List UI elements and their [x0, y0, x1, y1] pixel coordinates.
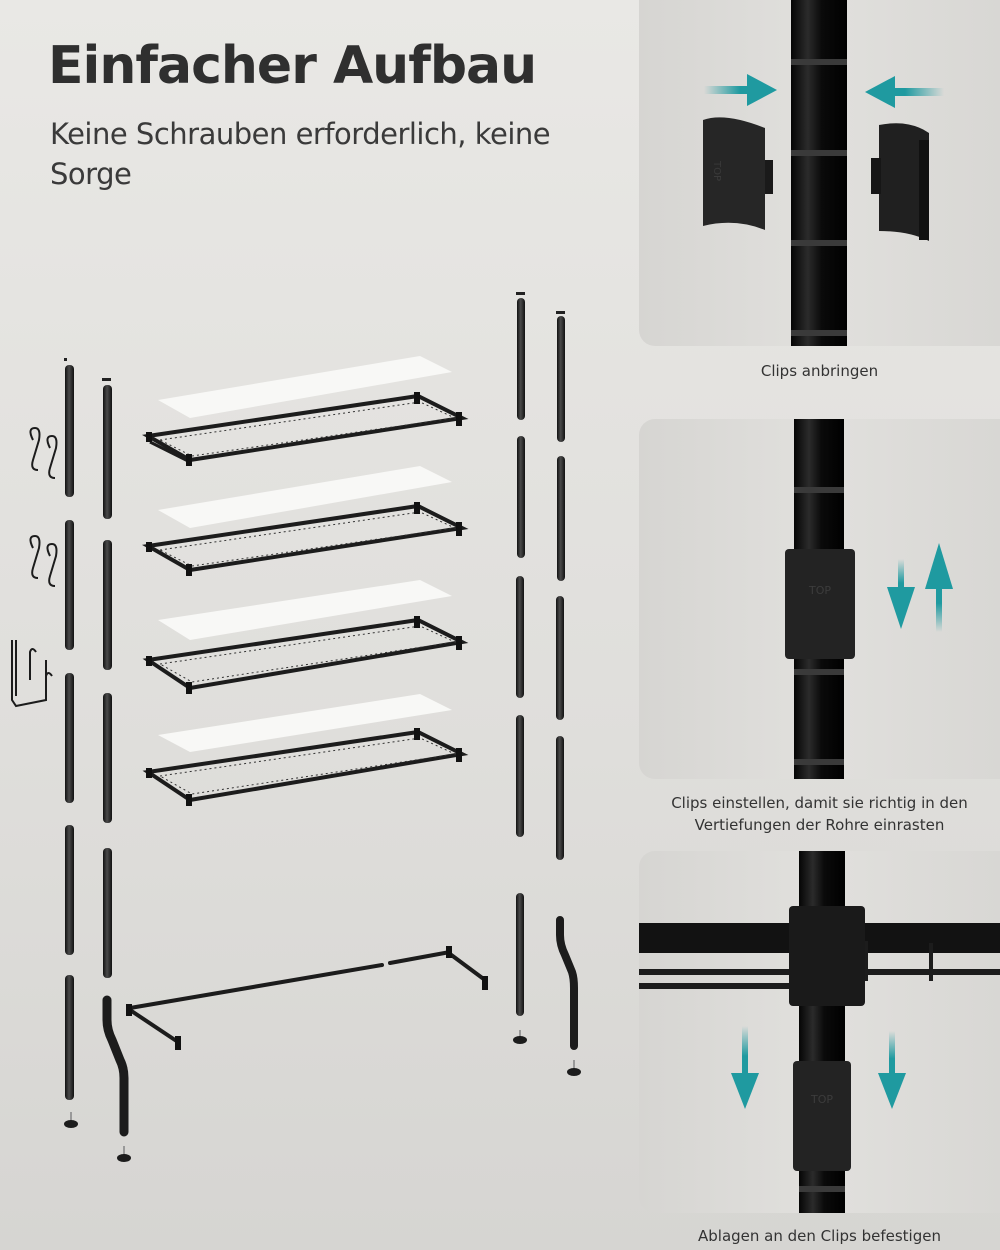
arrow-left-icon	[865, 76, 944, 108]
exploded-assembly-diagram	[0, 280, 620, 1180]
page-subtitle: Keine Schrauben erforderlich, keine Sorg…	[50, 117, 551, 191]
pole-icon	[791, 0, 847, 346]
side-hook-icon	[11, 640, 53, 708]
clip-right-icon	[871, 123, 929, 241]
right-front-pole	[513, 292, 527, 1044]
right-rear-pole	[556, 311, 581, 1076]
left-rear-pole	[102, 378, 131, 1162]
step-1-image-panel: TOP	[639, 0, 1000, 346]
shelf-1	[141, 356, 469, 466]
bottom-bar	[126, 946, 488, 1050]
svg-text:TOP: TOP	[810, 1093, 833, 1106]
clip-left-icon: TOP	[703, 117, 773, 230]
arrow-down-right-icon	[878, 1031, 906, 1109]
left-front-pole	[64, 358, 78, 1128]
svg-text:TOP: TOP	[711, 160, 722, 181]
clip-sleeve-icon: TOP	[785, 549, 855, 659]
clip-sleeve-icon: TOP	[793, 1061, 851, 1171]
s-hooks-icon	[29, 426, 58, 587]
arrow-up-icon	[925, 543, 953, 632]
arrow-right-icon	[704, 74, 777, 106]
shelf-3	[142, 580, 469, 694]
clip-collar-icon	[789, 906, 865, 1006]
svg-text:TOP: TOP	[808, 584, 831, 597]
step-2-image-panel: TOP	[639, 419, 1000, 779]
page-title: Einfacher Aufbau	[48, 36, 537, 96]
arrow-down-icon	[887, 559, 915, 629]
step-3-caption: Ablagen an den Clips befestigen	[698, 1227, 941, 1245]
step-3-image-panel: TOP	[639, 851, 1000, 1213]
arrow-down-left-icon	[731, 1026, 759, 1109]
step-1-caption: Clips anbringen	[760, 362, 879, 380]
shelf-2	[141, 466, 469, 576]
step-2-caption: Clips einstellen, damit sie richtig in d…	[671, 794, 968, 834]
shelf-4	[142, 694, 469, 806]
